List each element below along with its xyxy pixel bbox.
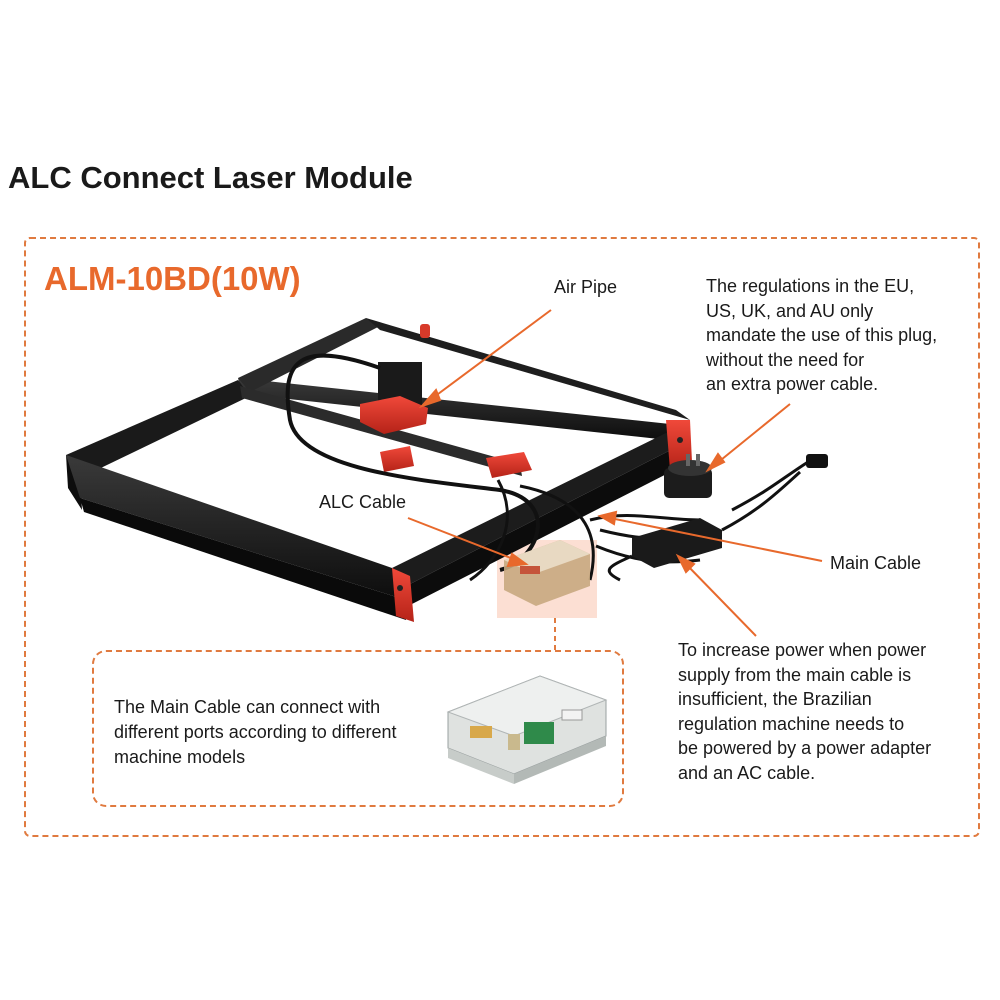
model-name: ALM-10BD(10W) — [44, 260, 301, 297]
air-pipe-label: Air Pipe — [554, 277, 618, 297]
pointer-arrows — [407, 309, 823, 637]
alc-cable-label: ALC Cable — [319, 492, 407, 512]
laser-head-carriage — [360, 396, 428, 434]
air-pipe-cable — [285, 353, 540, 572]
corner-cap-front — [392, 568, 414, 622]
left-side-rail-top — [66, 380, 250, 478]
main-cable-label: Main Cable — [830, 553, 922, 573]
main-cable-ports-note: The Main Cable can connect with differen… — [114, 697, 397, 767]
ac-cable — [721, 470, 802, 532]
ac-plug — [806, 454, 828, 468]
front-rail — [66, 455, 406, 600]
power-adapter-note: To increase power when power supply from… — [678, 640, 932, 783]
gantry-end-block — [486, 452, 532, 478]
back-rail — [238, 378, 670, 440]
plug-regulation-note: The regulations in the EU, US, UK, and A… — [706, 276, 938, 394]
power-plug — [664, 468, 712, 498]
right-top-rail — [366, 318, 690, 420]
power-adapter — [632, 518, 722, 568]
diagram-frame — [24, 237, 980, 837]
page-title: ALC Connect Laser Module — [8, 160, 413, 195]
top-rail — [238, 318, 380, 392]
right-side-rail — [392, 430, 690, 584]
corner-cap-right — [666, 420, 692, 470]
